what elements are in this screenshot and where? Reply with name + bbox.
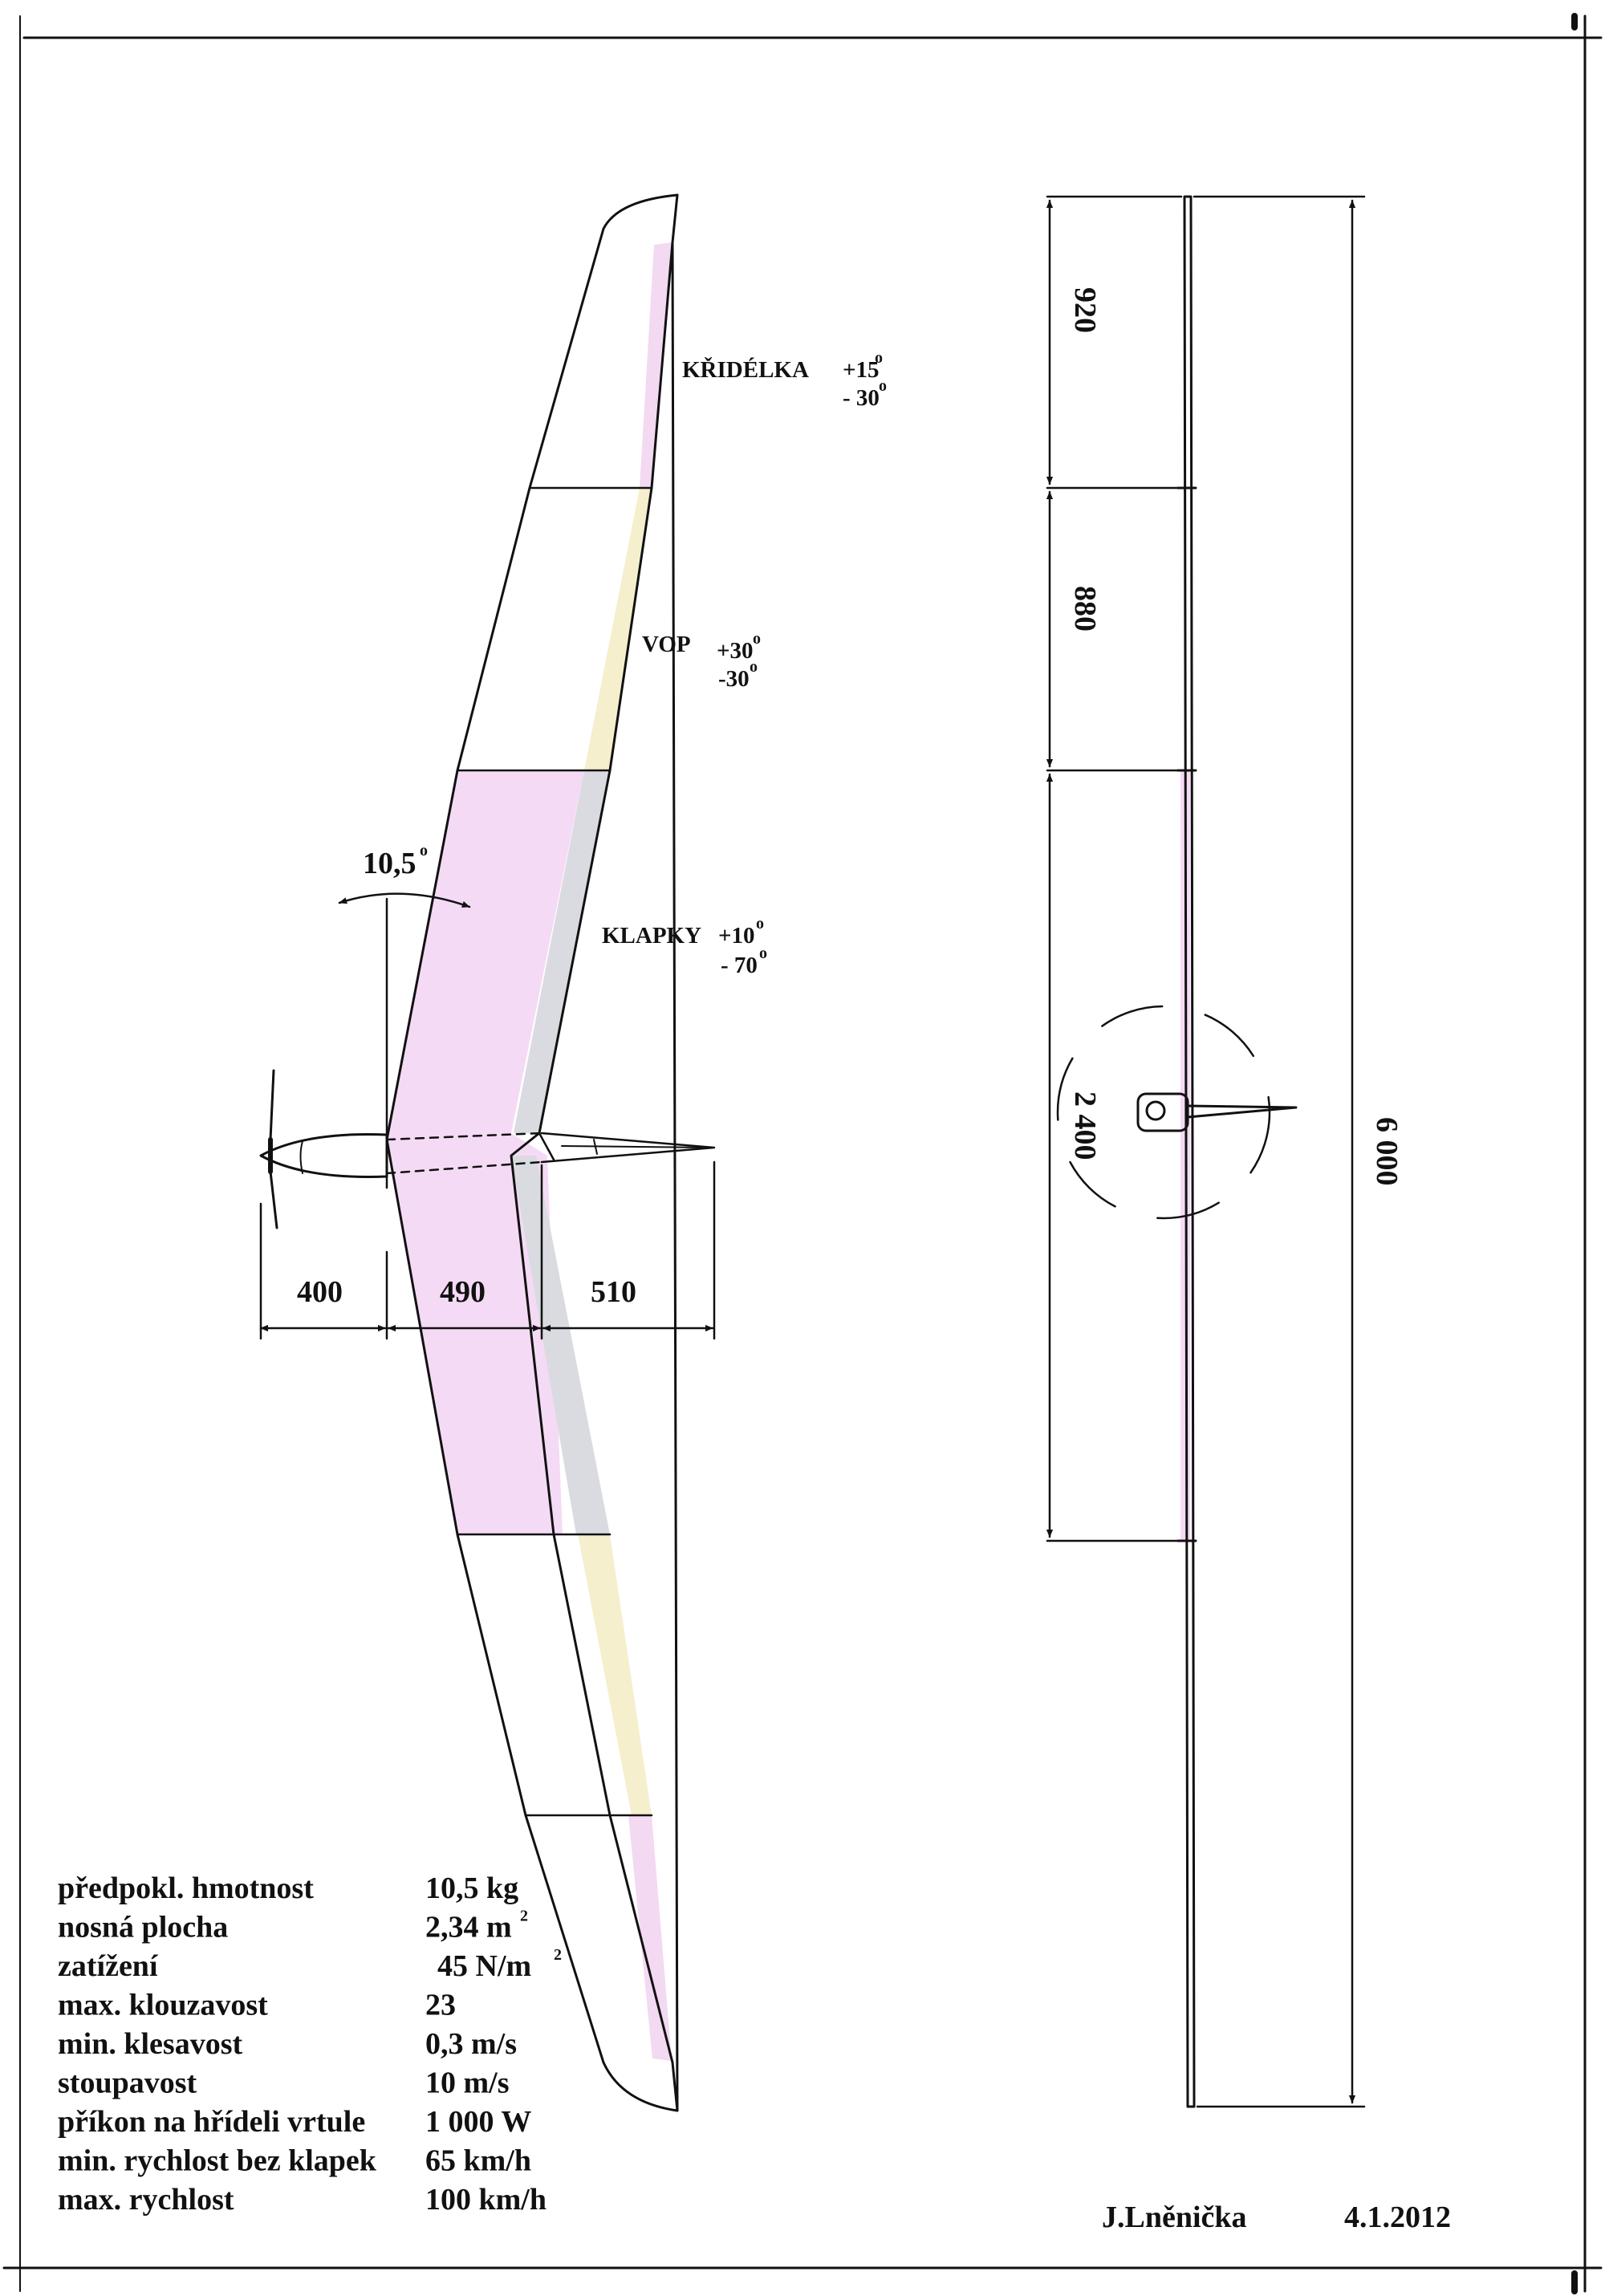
spec-label: předpokl. hmotnost <box>58 1871 314 1905</box>
spec-label: stoupavost <box>58 2066 197 2100</box>
spec-unit-exponent: 2 <box>554 1946 562 1964</box>
spec-unit-exponent: 2 <box>520 1908 528 1925</box>
segment-length-mid: 880 <box>1068 586 1102 632</box>
spec-value: 10,5 kg <box>425 1871 518 1905</box>
spec-label: min. rychlost bez klapek <box>58 2144 377 2178</box>
plan-view: KŘIDÉLKA +15 o - 30 o VOP +30 o -30 o KL… <box>259 193 887 2112</box>
aileron-degree-up: o <box>875 349 883 367</box>
spec-label: zatížení <box>58 1949 159 1983</box>
elevon-upper <box>584 488 652 770</box>
spec-value: 10 m/s <box>425 2066 510 2100</box>
flap-label: KLAPKY <box>602 923 701 949</box>
aileron-deflection-up: +15 <box>843 357 880 383</box>
spec-label: příkon na hřídeli vrtule <box>58 2105 365 2139</box>
spec-value: 1 000 W <box>425 2105 531 2139</box>
flap-deflection-up: +10 <box>718 923 755 949</box>
spec-value: 0,3 m/s <box>425 2027 517 2061</box>
flap-upper <box>514 770 610 1133</box>
wing-outline <box>385 193 679 2112</box>
propeller <box>268 1069 278 1229</box>
length-center: 490 <box>440 1275 486 1309</box>
spec-value: 23 <box>425 1989 456 2022</box>
flap-degree-down: o <box>759 945 767 962</box>
flap-degree-up: o <box>756 915 764 933</box>
spec-label: min. klesavost <box>58 2027 242 2061</box>
elevon-deflection-up: +30 <box>717 638 754 664</box>
sweep-angle-unit: o <box>420 842 428 859</box>
aileron-deflection-down: - 30 <box>843 385 880 411</box>
fuselage-front <box>1136 1092 1298 1132</box>
elevon-degree-up: o <box>753 630 761 648</box>
author-name: J.Lněnička <box>1102 2201 1247 2234</box>
span-dimension <box>1193 195 1366 2108</box>
panel-joints <box>1176 486 1197 1542</box>
division-lines <box>456 486 653 1817</box>
aileron-upper <box>640 242 672 488</box>
flap-lower <box>511 1156 610 1534</box>
sweep-angle-value: 10,5 <box>363 847 416 880</box>
front-view: 920 880 2 400 6 000 <box>1046 195 1404 2108</box>
aileron-label: KŘIDÉLKA <box>682 356 809 383</box>
chord-dimension <box>259 1160 716 1340</box>
segment-dimensions <box>1046 195 1183 1542</box>
center-section <box>387 770 584 1534</box>
sheet-frame <box>2 13 1603 2294</box>
spec-value: 2,34 m <box>425 1911 512 1944</box>
spec-value: 100 km/h <box>425 2183 547 2217</box>
sweep-angle-annotation <box>338 892 471 1189</box>
aileron-lower <box>628 1815 672 2061</box>
segment-length-tip: 920 <box>1068 287 1102 333</box>
length-nose: 400 <box>297 1275 343 1309</box>
elevon-degree-down: o <box>750 658 758 676</box>
length-tail: 510 <box>591 1275 636 1309</box>
elevon-deflection-down: -30 <box>718 666 750 692</box>
propeller-disc <box>1056 1005 1271 1220</box>
spec-label: max. rychlost <box>58 2183 234 2217</box>
aileron-degree-down: o <box>879 377 887 395</box>
spec-label: nosná plocha <box>58 1911 228 1944</box>
total-span: 6 000 <box>1370 1117 1404 1186</box>
elevon-label: VOP <box>642 632 691 657</box>
specifications-table: předpokl. hmotnost 10,5 kg nosná plocha 2,3… <box>58 1871 562 2217</box>
spec-value: 45 N/m <box>437 1949 531 1983</box>
spec-label: max. klouzavost <box>58 1989 268 2022</box>
drawing-date: 4.1.2012 <box>1344 2201 1451 2234</box>
segment-length-center: 2 400 <box>1068 1091 1102 1160</box>
elevon-lower <box>578 1534 652 1815</box>
wing-front-outline <box>1183 195 1196 2108</box>
spec-value: 65 km/h <box>425 2144 531 2178</box>
flap-deflection-down: - 70 <box>721 953 758 978</box>
